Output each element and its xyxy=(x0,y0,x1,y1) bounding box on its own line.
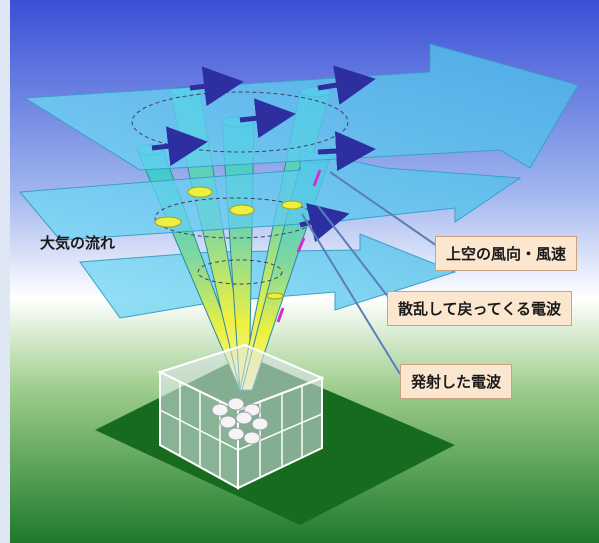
leader-scattered xyxy=(317,205,393,303)
wind-layer-top xyxy=(23,43,579,171)
scatter-bands xyxy=(154,186,303,300)
return-pulse xyxy=(276,307,285,323)
scattered-return-callout: 散乱して戻ってくる電波 xyxy=(387,291,573,326)
scatter-band xyxy=(229,204,255,216)
left-border xyxy=(0,0,10,543)
antenna-array xyxy=(211,397,269,445)
wind-arrow xyxy=(189,66,244,107)
leader-emitted xyxy=(301,213,401,375)
lower-range-ring xyxy=(197,259,283,285)
airflow-label: 大気の流れ xyxy=(40,234,116,252)
antenna-enclosure xyxy=(157,343,325,490)
leader-wind xyxy=(329,171,441,249)
scatter-band xyxy=(154,216,182,228)
return-pulse xyxy=(312,169,322,187)
wind-direction-speed-callout: 上空の風向・風速 xyxy=(435,236,578,271)
scatter-band xyxy=(281,200,303,210)
scatter-band xyxy=(266,292,284,300)
wind-arrow xyxy=(317,65,376,105)
return-pulses xyxy=(276,169,322,323)
wind-arrow xyxy=(317,131,376,172)
leader-lines xyxy=(301,171,441,375)
wind-arrows xyxy=(151,65,376,243)
enclosure-right-wall xyxy=(237,376,323,490)
scatter-band xyxy=(187,186,213,198)
wind-arrow xyxy=(299,203,350,243)
wind-arrow xyxy=(151,126,208,167)
emitted-wave-callout: 発射した電波 xyxy=(400,364,513,399)
wind-arrow xyxy=(239,98,296,139)
return-pulse xyxy=(296,237,306,253)
